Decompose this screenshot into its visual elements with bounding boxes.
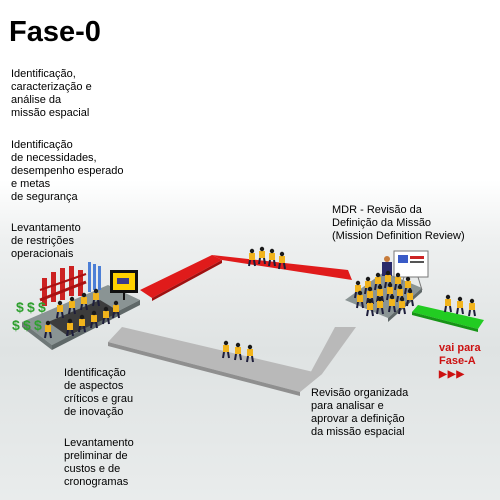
dollar-icon: $ [27,299,35,315]
workers [44,246,476,363]
worker-figure [248,248,256,267]
worker-figure [456,296,464,315]
worker-figure [78,314,86,333]
worker-figure [356,290,364,309]
worker-figure [68,296,76,315]
next-phase-link[interactable]: vai para Fase-A ▶▶▶ [439,342,481,381]
podium-icon [382,256,392,276]
worker-figure [90,310,98,329]
worker-figure [376,296,384,315]
monitor-icon [110,270,138,300]
text-critical-aspects: Identificação de aspectos críticos e gra… [64,367,134,418]
right-platform [345,272,422,318]
text-mission-identification: Identificação, caracterização e análise … [11,68,92,119]
worker-figure [366,298,374,317]
page-title: Fase-0 [9,16,101,48]
worker-figure [56,300,64,319]
dollar-icon: $ [16,299,24,315]
dollar-icon: $ [38,299,46,315]
worker-figure [258,246,266,265]
dollar-icon: $ [23,317,31,333]
worker-figure [246,344,254,363]
worker-figure [268,248,276,267]
dollar-icons: $ $ $ $ $ $ [12,299,46,333]
worker-figure [44,320,52,339]
text-needs-identification: Identificação de necessidades, desempenh… [11,139,124,203]
dollar-icon: $ [34,317,42,333]
dollar-icon: $ [12,317,20,333]
worker-figure [234,342,242,361]
meeting-table [48,300,120,336]
worker-figure [388,294,396,313]
worker-figure [222,340,230,359]
next-phase-label: vai para Fase-A [439,342,481,367]
gray-path-ramp [300,327,356,392]
worker-figure [80,292,88,311]
text-review: Revisão organizada para analisar e aprov… [311,387,409,438]
presentation-screen-icon [393,250,429,291]
next-arrows-icon: ▶▶▶ [439,369,466,380]
worker-figure [398,296,406,315]
worker-figure [444,294,452,313]
green-path [412,305,484,329]
worker-figure [468,298,476,317]
red-path-top [212,255,352,280]
bar-chart-icon [39,262,101,306]
text-mdr: MDR - Revisão da Definição da Missão (Mi… [332,204,465,242]
worker-figure [92,288,100,307]
worker-figure [278,251,286,270]
worker-figure [406,288,414,307]
worker-figure [112,300,120,319]
worker-figure [66,318,74,337]
text-constraints: Levantamento de restrições operacionais [11,222,81,260]
gray-path [108,327,322,392]
text-costs-schedule: Levantamento preliminar de custos e de c… [64,437,134,488]
worker-figure [102,306,110,325]
red-path [140,255,222,298]
